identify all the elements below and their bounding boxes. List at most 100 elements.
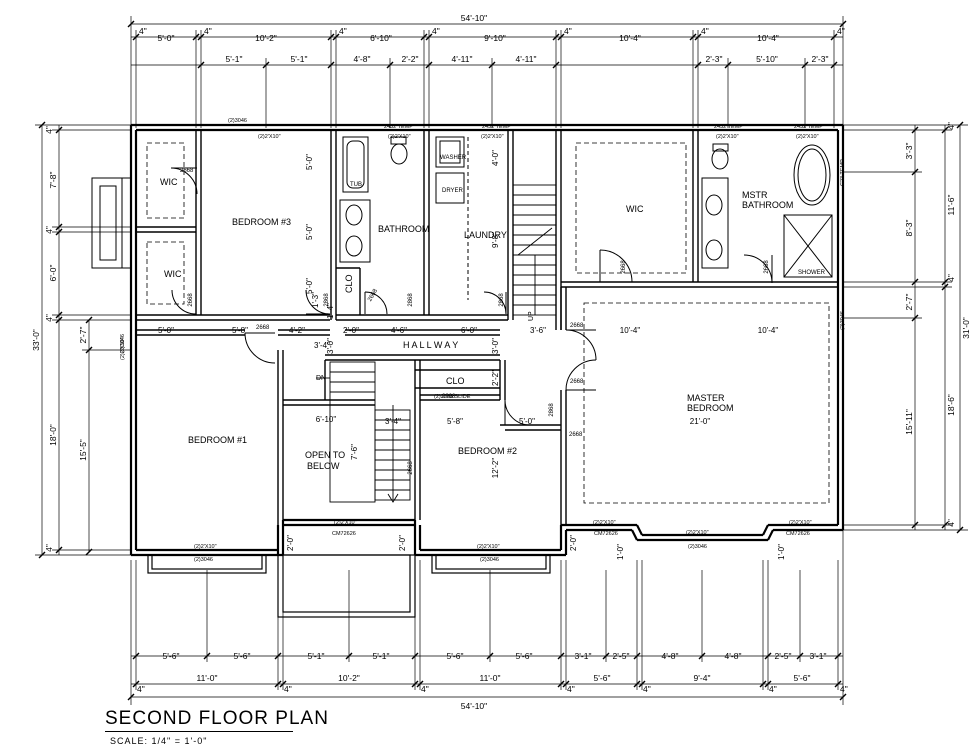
interior-dim: 5'-0" [305,224,314,240]
interior-dim: 21'-0" [690,417,711,426]
door-tags: 2668 2668 2668 2868 2668 2868 2068 2868 … [180,168,770,475]
dim-right-r2: 3'-3" [904,143,914,160]
interior-dim: 5'-0" [305,278,314,294]
dim-bottom-r2: 2'-5" [775,651,792,661]
interior-dimension-labels: 5'-0" 5'-0" 5'-0" 5'-0" 4'-0" 9'-8" 5'-8… [158,150,786,560]
dim-top-overall: 54'-10" [461,13,487,23]
room-label: BEDROOM #2 [458,446,517,456]
door-tag: 2668 [569,432,583,438]
door-tag: 2668 [570,379,584,385]
dim-left-r1: 6'-0" [48,265,58,282]
dim-right-r2: 2'-7" [904,294,914,311]
dim-bottom-r1: 10'-2" [338,673,360,683]
dim-left-r2: 15'-5" [78,439,88,461]
dim-top-r1: 10'-4" [619,33,641,43]
door-tag: 2668 [367,288,379,303]
window-tag: (2)3046 [688,544,707,550]
interior-dim: 4'-2" [289,326,305,335]
interior-dim: 10'-4" [758,326,779,335]
interior-dim: 1'-0" [777,544,786,560]
interior-dim: 5'-0" [305,154,314,170]
top-dim-ticks [127,20,847,69]
dim-bottom-r2: 5'-1" [373,651,390,661]
interior-dim: 2'-0" [286,535,295,551]
dashed-lines [146,142,830,504]
door-tag: 2668 [621,260,627,274]
room-label: DRYER [442,188,464,194]
dim-top-r1: 10'-2" [255,33,277,43]
dim-top-r2: 2'-2" [402,54,419,64]
door-tag: 2668 [188,293,194,307]
dim-bottom-r2: 5'-6" [447,651,464,661]
dim-bottom-r1: 5'-6" [794,673,811,683]
window-tag: 2432 TEMP [482,124,511,130]
door-tag: 2068 [442,394,456,400]
door-tag: 2868 [408,293,414,307]
interior-dim: 3'-6" [530,326,546,335]
door-tag: 2868 [549,403,555,417]
room-label: WIC [164,269,182,279]
window-tag: (2)3046 [120,334,126,353]
interior-dim: 6'-10" [316,415,337,424]
interior-dim: 10'-4" [620,326,641,335]
dim-top-r1: 4" [139,26,147,36]
window-tag: (2)2'X10" [334,520,357,526]
interior-dim: 2'-0" [398,535,407,551]
door-tag: 2668 [570,323,584,329]
door-tag: 2668 [256,325,270,331]
dim-top-r1: 4" [564,26,572,36]
dim-bottom-r2: 5'-1" [308,651,325,661]
room-label: MASTER [687,393,725,403]
door-tag: 2668 [764,260,770,274]
door-tag: 2668 [408,461,414,475]
window-tag: CM72626 [786,531,810,537]
dim-bottom-r1: 4" [137,684,145,694]
interior-dim: 1'-3" [311,292,320,308]
exterior-walls [129,123,845,557]
title-underline [105,731,293,732]
window-tag: 2432 TEMP [714,124,743,130]
window-tag: (2)2'X10" [481,134,504,140]
dim-top-r2: 2'-3" [706,54,723,64]
interior-dim: 5'-0" [519,417,535,426]
dim-left-r1: 4" [44,544,54,552]
dim-left-r1: 4" [44,226,54,234]
interior-dim: 3'-4" [385,417,401,426]
dim-bottom-r2: 4'-8" [662,651,679,661]
window-tag: (2)2'X10" [686,530,709,536]
interior-dim: 5'-0" [158,326,174,335]
right-dimensions [843,124,968,531]
window-bays [147,554,551,618]
dim-top-r2: 4'-11" [451,54,472,64]
door-tag: 2668 [180,168,194,174]
interior-dim: 5'-8" [447,417,463,426]
dim-top-r1: 4" [701,26,709,36]
room-label: WIC [160,177,178,187]
dim-bottom-r2: 5'-6" [516,651,533,661]
window-tag: 2432 TEMP [384,124,413,130]
dim-top-r1: 4" [837,26,845,36]
dim-left-r1: 18'-0" [48,424,58,446]
dim-bottom-r2: 3'-1" [575,651,592,661]
window-tag: (2)2068 SLIDE [434,394,471,400]
dim-right-overall: 31'-0" [961,317,971,339]
interior-dim: 2'-0" [343,326,359,335]
room-label: H A L L W A Y [403,340,458,350]
dim-left-overall: 33'-0" [31,329,41,351]
door-tag: 2868 [499,293,505,307]
dim-right-r1: 18'-6" [946,394,956,416]
window-tag: (2)2'X10" [120,337,126,360]
dim-bottom-overall: 54'-10" [461,701,487,711]
dim-top-r1: 10'-4" [757,33,779,43]
dim-top-r2: 4'-11" [515,54,536,64]
room-label: WIC [626,204,644,214]
room-label: DN [316,375,326,382]
interior-dim: 5'-8" [232,326,248,335]
dim-top-r1: 4" [204,26,212,36]
room-label: TUB [350,182,362,188]
dim-bottom-r1: 5'-6" [594,673,611,683]
dim-top-r1: 6'-10" [370,33,392,43]
interior-dim: 4'-0" [491,150,500,166]
dim-top-r2: 5'-1" [226,54,243,64]
